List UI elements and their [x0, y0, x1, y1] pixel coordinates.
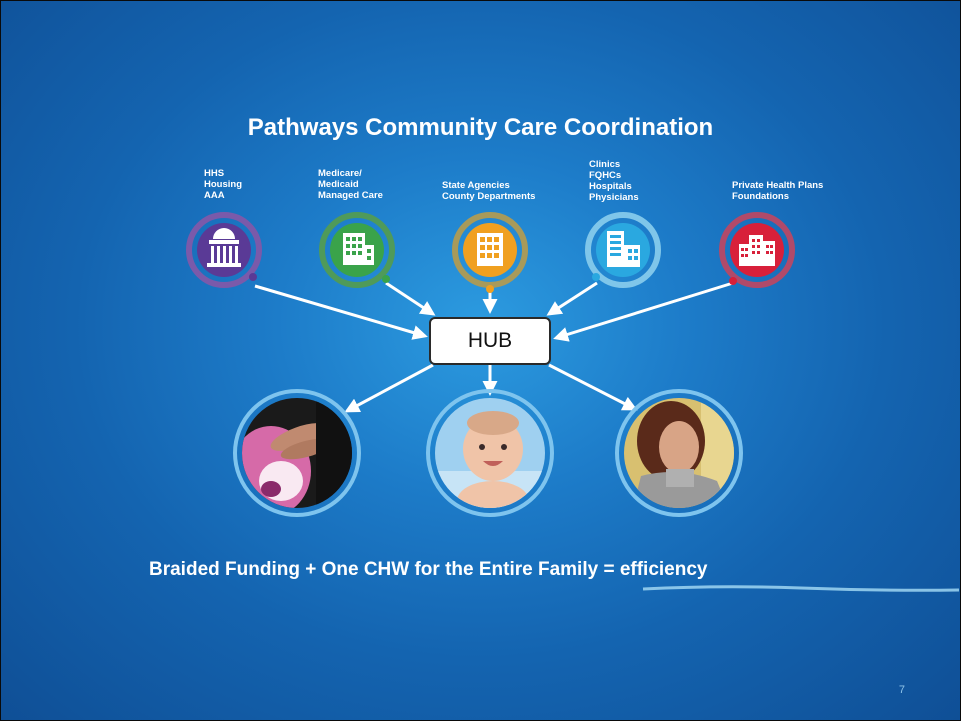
- government-building-icon: [186, 212, 262, 288]
- label-line: Foundations: [732, 191, 789, 202]
- arrow-hub-to-woman: [548, 363, 638, 411]
- label-line: Managed Care: [318, 190, 383, 201]
- label-line: Hospitals: [589, 181, 632, 192]
- funder-label-state: State Agencies County Departments: [442, 180, 535, 202]
- hub-box: HUB: [429, 317, 551, 365]
- label-line: State Agencies: [442, 180, 510, 191]
- woman-photo: [615, 389, 743, 517]
- label-line: Medicaid: [318, 179, 359, 190]
- slide-title: Pathways Community Care Coordination: [247, 114, 714, 141]
- funder-label-medicare: Medicare/ Medicaid Managed Care: [318, 168, 383, 201]
- label-line: Housing: [204, 179, 242, 190]
- arrow-private-to-hub: [553, 281, 734, 342]
- arrow-hub-to-mother: [344, 363, 434, 413]
- arrow-clinics-to-hub: [546, 281, 598, 316]
- label-line: County Departments: [442, 191, 536, 202]
- label-line: Medicare/: [318, 168, 362, 179]
- label-line: Physicians: [589, 192, 639, 203]
- underline-stroke: [642, 585, 960, 592]
- arrow-medicare-to-hub: [385, 281, 436, 316]
- pregnant-woman-photo: [233, 389, 361, 517]
- arrow-hhs-to-hub: [254, 284, 428, 340]
- funder-label-private: Private Health Plans Foundations: [732, 180, 823, 202]
- label-line: FQHCs: [589, 170, 622, 181]
- office-building-icon: [319, 212, 395, 288]
- label-line: HHS: [204, 168, 225, 179]
- funder-label-clinics: Clinics FQHCs Hospitals Physicians: [589, 159, 639, 203]
- label-line: Private Health Plans: [732, 180, 824, 191]
- city-buildings-icon: [719, 212, 795, 288]
- page-number: 7: [898, 684, 905, 696]
- agency-building-icon: [452, 212, 528, 293]
- tagline: Braided Funding + One CHW for the Entire…: [149, 559, 708, 580]
- baby-photo: [426, 389, 554, 517]
- label-line: AAA: [204, 190, 225, 201]
- hospital-building-icon: [585, 212, 661, 288]
- funder-label-hhs: HHS Housing AAA: [204, 168, 242, 201]
- label-line: Clinics: [589, 159, 621, 170]
